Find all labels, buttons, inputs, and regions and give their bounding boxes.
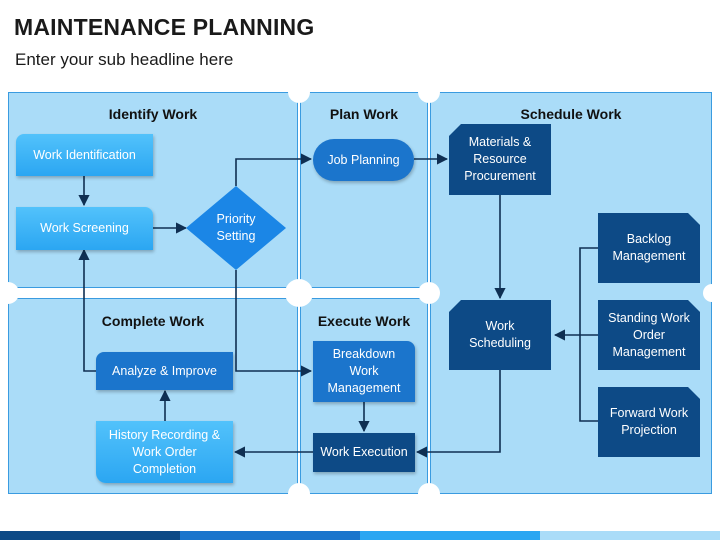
page-title: MAINTENANCE PLANNING: [14, 14, 315, 40]
priority-diamond: [186, 186, 286, 270]
junction-circle: [288, 81, 310, 103]
history-recording-node: History Recording & Work Order Completio…: [96, 421, 233, 483]
panel-plan-work: Plan Work: [300, 92, 428, 288]
work-execution-node: Work Execution: [313, 433, 415, 472]
standing-work-order-node: Standing Work Order Management: [598, 300, 700, 370]
junction-circle: [285, 279, 313, 307]
arrow-analyze-to-screening: [78, 248, 96, 372]
junction-circle: [0, 282, 19, 304]
materials-procurement-node: Materials & Resource Procurement: [449, 124, 551, 195]
arrow-priority-to-job-planning: [235, 153, 313, 186]
junction-circle: [418, 483, 440, 505]
junction-circle: [418, 282, 440, 304]
junction-circle: [418, 81, 440, 103]
junction-circle: [703, 284, 720, 302]
analyze-improve-node: Analyze & Improve: [96, 352, 233, 390]
breakdown-work-management-node: Breakdown Work Management: [313, 341, 415, 402]
panel-title-plan-work: Plan Work: [329, 106, 399, 122]
work-screening-node: Work Screening: [16, 207, 153, 250]
arrow-scheduling-to-execution: [415, 370, 501, 458]
panel-title-schedule-work: Schedule Work: [520, 106, 622, 122]
work-identification-node: Work Identification: [16, 134, 153, 176]
bottom-accent-bar: [0, 531, 720, 540]
priority-setting-label: Priority Setting: [216, 212, 256, 243]
backlog-management-node: Backlog Management: [598, 213, 700, 283]
arrow-priority-to-breakdown: [235, 270, 313, 377]
junction-circle: [288, 483, 310, 505]
panel-identify-work: Identify Work: [8, 92, 298, 288]
page-subtitle: Enter your sub headline here: [15, 50, 234, 69]
forward-work-projection-node: Forward Work Projection: [598, 387, 700, 457]
panel-title-identify-work: Identify Work: [108, 106, 198, 122]
work-scheduling-node: Work Scheduling: [449, 300, 551, 370]
job-planning-node: Job Planning: [313, 139, 414, 181]
panel-title-execute-work: Execute Work: [317, 313, 411, 329]
panel-title-complete-work: Complete Work: [101, 313, 205, 329]
